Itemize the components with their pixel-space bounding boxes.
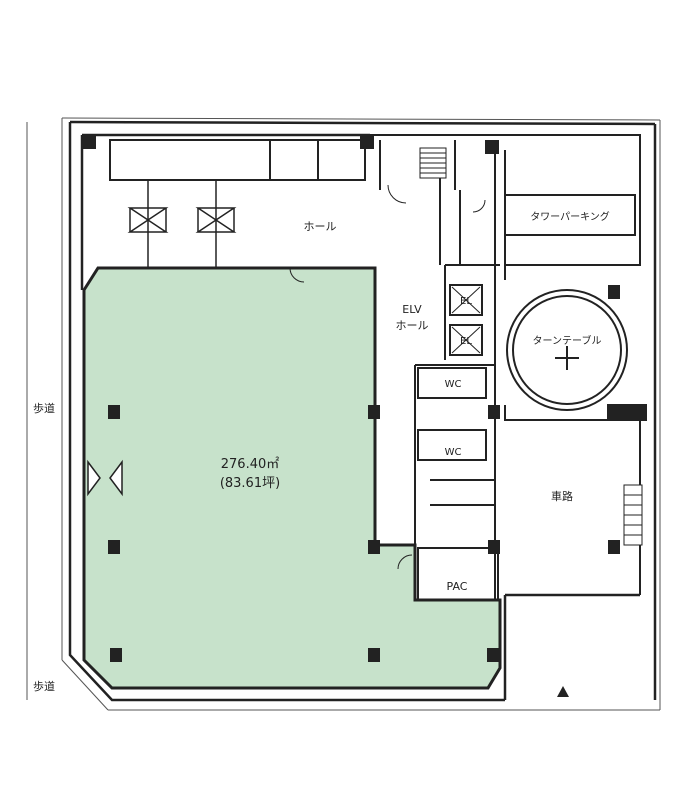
columns <box>82 135 620 662</box>
outer-walls <box>68 120 657 702</box>
label-elv-line1: ELV <box>402 303 422 316</box>
label-turntable: ターンテーブル <box>533 334 602 347</box>
label-el-1: EL <box>460 296 472 307</box>
label-hall: ホール <box>304 220 337 233</box>
label-wc-1: WC <box>445 379 462 390</box>
marker-icon <box>557 686 569 697</box>
office-area-m2: 276.40㎡ <box>221 457 280 472</box>
office-area <box>82 266 502 690</box>
entrance-doors <box>87 180 237 497</box>
label-driveway: 車路 <box>551 489 573 503</box>
label-wc-2: WC <box>445 447 462 458</box>
label-sidewalk-2: 歩道 <box>33 679 55 693</box>
label-pac: PAC <box>447 580 468 593</box>
office-area-tsubo: (83.61坪) <box>220 476 280 491</box>
door-arcs <box>289 184 486 570</box>
label-elv-line2: ホール <box>396 319 429 332</box>
label-el-2: EL <box>460 336 472 347</box>
side-stair <box>623 484 643 546</box>
label-tower-parking: タワーパーキング <box>530 210 610 223</box>
top-stair <box>419 147 447 179</box>
upper-rooms <box>109 134 500 265</box>
elevator-marks <box>451 286 481 354</box>
label-sidewalk-1: 歩道 <box>33 401 55 415</box>
site-lines <box>26 117 661 711</box>
